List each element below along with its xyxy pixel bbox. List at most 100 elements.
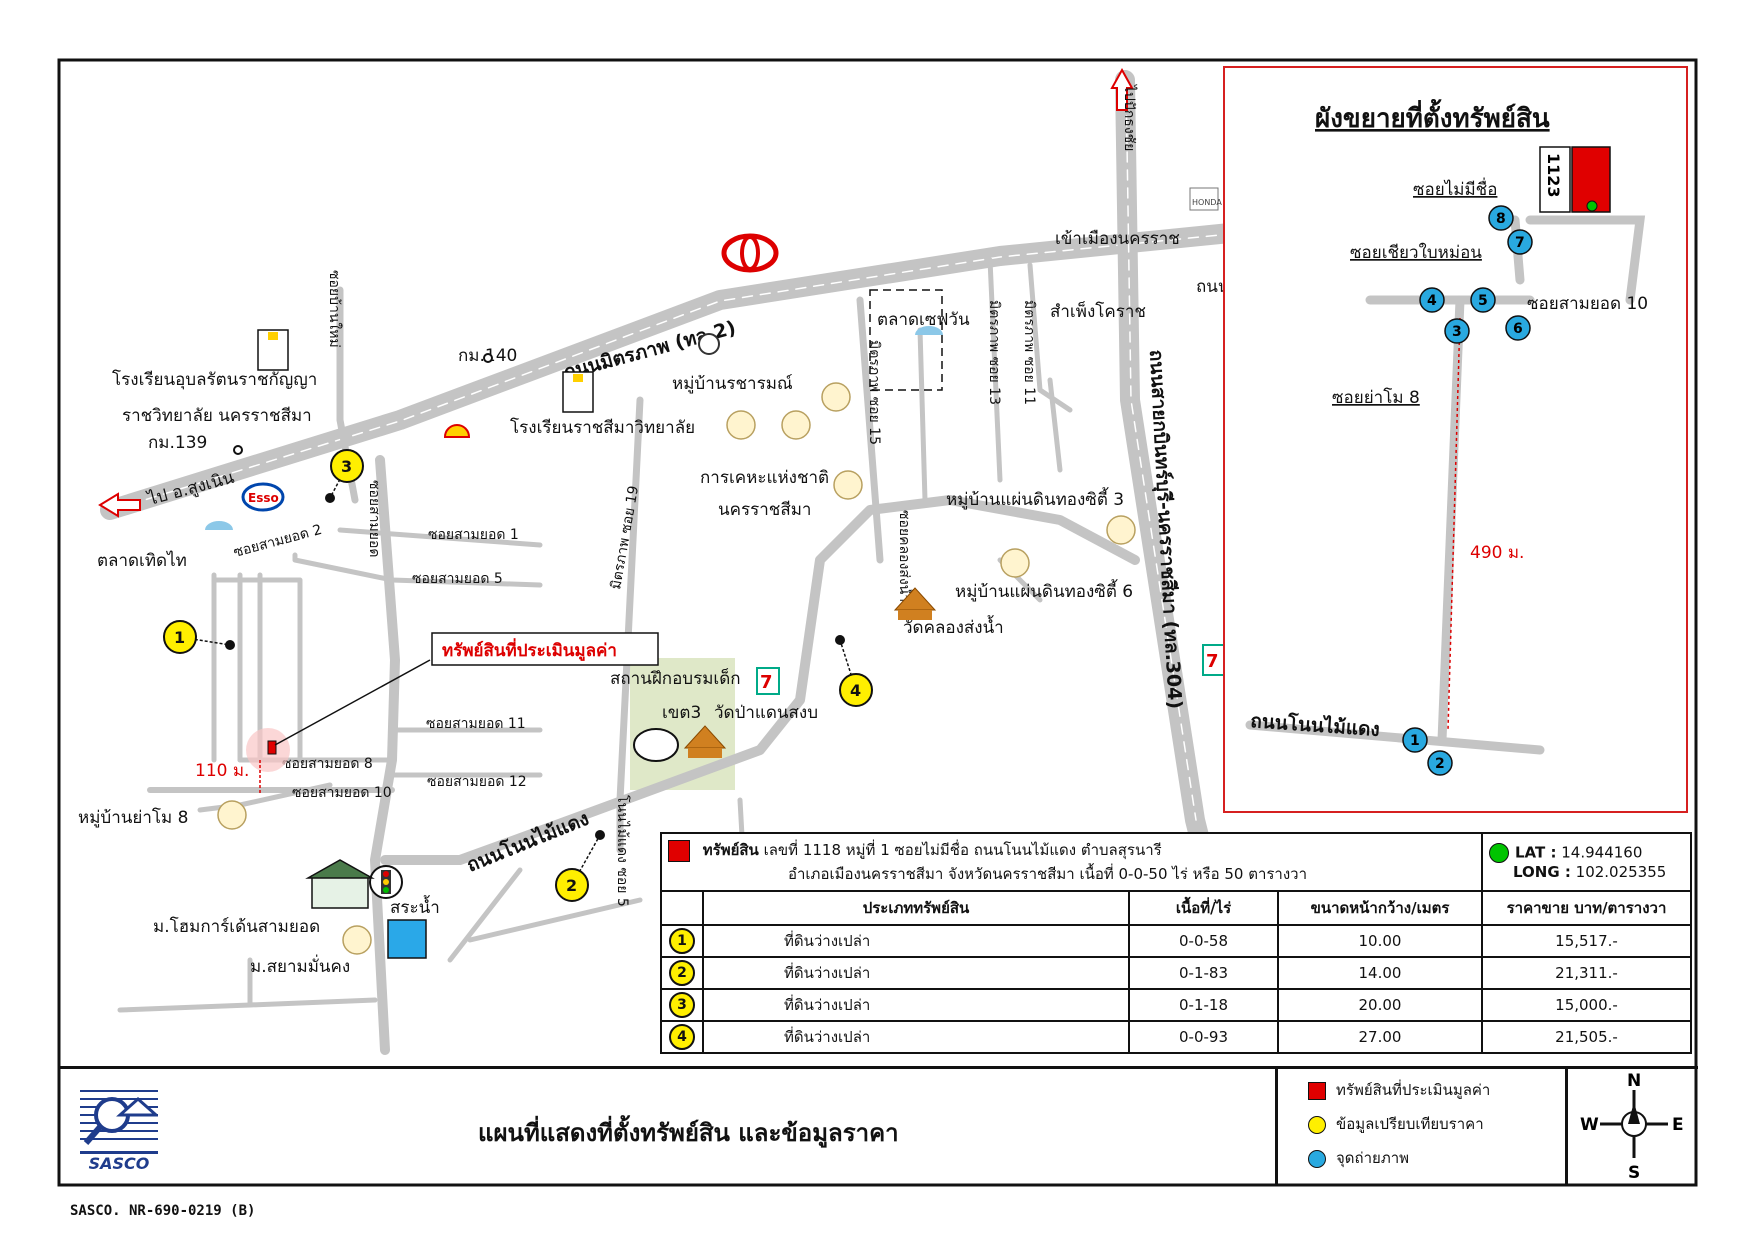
inset-title: ผังขยายที่ตั้งทรัพย์สิน (1315, 98, 1550, 134)
svg-text:7: 7 (1515, 235, 1525, 251)
logo-icon (80, 1090, 160, 1145)
to-pak-thong-chai-label: ไปปักธงชัย (1121, 84, 1138, 151)
mittraphap-soi15-label: มิตรภาพ ซอย 15 (866, 340, 882, 445)
footer-title: แผนที่แสดงที่ตั้งทรัพย์สิน และข้อมูลราคา (478, 1119, 899, 1147)
row-number: 4 (669, 1024, 695, 1050)
svg-text:3: 3 (1452, 324, 1462, 340)
legend-item-photo: จุดถ่ายภาพ (1308, 1146, 1409, 1170)
row-price: 21,505.- (1481, 1020, 1692, 1054)
soi-ban-mai-label: ซอยบ้านใหม่ (326, 270, 343, 348)
house-icon (305, 859, 375, 909)
property-line-1: เลขที่ 1118 หมู่ที่ 1 ซอยไม่มีชื่อ ถนนโน… (763, 841, 1162, 859)
row-type: ที่ดินว่างเปล่า (702, 924, 1130, 958)
gps-dot-icon (1489, 843, 1509, 863)
soi-12-label: ซอยสามยอด 12 (427, 774, 527, 790)
plot-number: 1123 (1544, 153, 1563, 198)
row-number: 1 (669, 928, 695, 954)
village-yamo-label: หมู่บ้านย่าโม 8 (78, 807, 188, 828)
photo-point-2: 2 (1427, 750, 1453, 776)
blue-marker-icon (1308, 1149, 1326, 1168)
photo-point-4: 4 (1419, 287, 1445, 313)
compass-s: S (1628, 1163, 1640, 1183)
svg-text:7: 7 (760, 672, 773, 693)
svg-text:2: 2 (1435, 756, 1445, 772)
row-area: 0-1-18 (1128, 988, 1279, 1022)
row-area: 0-0-58 (1128, 924, 1279, 958)
svg-text:1: 1 (1410, 733, 1420, 749)
svg-text:8: 8 (1496, 211, 1506, 227)
soi-khlong-song-nam-label: ซอยคลองส่งน้ำ (896, 510, 915, 602)
village-1-label: หมู่บ้านรชารมณ์ (672, 374, 793, 394)
training-center-label: สถานฝึกอบรมเด็ก (610, 667, 741, 689)
photo-point-3: 3 (1444, 318, 1470, 344)
photo-point-6: 6 (1505, 315, 1531, 341)
thanon-label: ถนน (1196, 277, 1230, 297)
soi-10-label: ซอยสามยอด 10 (292, 785, 392, 801)
non-mai-daeng-soi5-label: โนนไม้แดง ซอย 5 (614, 795, 631, 907)
north-arrow-icon (1110, 67, 1134, 111)
road-network (100, 70, 1250, 1055)
legend: ทรัพย์สินที่ประเมินมูลค่า ข้อมูลเปรียบเท… (1275, 1066, 1565, 1186)
table-row: 3 ที่ดินว่างเปล่า 0-1-18 20.00 15,000.- (660, 988, 1692, 1022)
row-area: 0-1-83 (1128, 956, 1279, 990)
village-icon (217, 382, 1136, 955)
photo-point-8: 8 (1488, 205, 1514, 231)
sasco-logo: SASCO (80, 1085, 160, 1173)
umbrella-icon (205, 326, 943, 530)
housing-label: การเคหะแห่งชาติ (700, 468, 829, 488)
honda-icon: HONDA (1189, 187, 1222, 211)
row-price: 15,000.- (1481, 988, 1692, 1022)
km-marker-icon-2 (483, 353, 493, 363)
soi-5-label: ซอยสามยอด 5 (412, 571, 503, 587)
sampheng-label: สำเพ็งโคราช (1050, 300, 1146, 322)
header-frontage: ขนาดหน้ากว้าง/เมตร (1277, 890, 1483, 926)
temple-icon-2 (683, 725, 727, 758)
photo-point-1: 1 (1402, 727, 1428, 753)
property-label: ทรัพย์สิน (702, 841, 759, 859)
inset-soi-khiao: ซอยเชียวใบหม่อน (1350, 242, 1482, 263)
school-icon (257, 329, 289, 371)
long-value: 102.025355 (1575, 863, 1667, 881)
row-number: 2 (669, 960, 695, 986)
lat-value: 14.944160 (1561, 843, 1643, 862)
temple-2-label: วัดป่าแดนสงบ (714, 703, 818, 723)
row-frontage: 20.00 (1277, 988, 1483, 1022)
mittraphap-soi13-label: มิตรภาพ ซอย 13 (986, 300, 1002, 405)
seal-icon (633, 728, 679, 762)
pond-label: สระน้ำ (390, 895, 440, 918)
logo-text: SASCO (80, 1151, 158, 1173)
svg-text:2: 2 (566, 876, 577, 895)
svg-text:1: 1 (174, 628, 185, 647)
document-code: SASCO. NR-690-0219 (B) (70, 1203, 256, 1219)
mittraphap-soi11-label: มิตรภาพ ซอย 11 (1021, 300, 1037, 405)
long-label: LONG : (1513, 863, 1571, 881)
school-2-icon (562, 371, 594, 413)
row-number: 3 (669, 992, 695, 1018)
legend-item-comparable: ข้อมูลเปรียบเทียบราคา (1308, 1112, 1484, 1136)
compass: N S E W (1565, 1066, 1698, 1186)
temple-1-label: วัดคลองส่งน้ำ (903, 615, 1004, 638)
village-3-label: หมู่บ้านแผ่นดินทองซิตี้ 6 (955, 579, 1133, 602)
comparable-marker-4: 4 (835, 635, 873, 707)
table-row: 2 ที่ดินว่างเปล่า 0-1-83 14.00 21,311.- (660, 956, 1692, 990)
header-area: เนื้อที่/ไร่ (1128, 890, 1279, 926)
table-row: 4 ที่ดินว่างเปล่า 0-0-93 27.00 21,505.- (660, 1020, 1692, 1054)
svg-text:7: 7 (1206, 651, 1219, 672)
soi-1-label: ซอยสามยอด 1 (428, 527, 519, 543)
inset-soi-yamo8: ซอยย่าโม 8 (1332, 387, 1420, 408)
footer: SASCO แผนที่แสดงที่ตั้งทรัพย์สิน และข้อม… (58, 1066, 1698, 1186)
legend-photo-label: จุดถ่ายภาพ (1336, 1149, 1410, 1167)
photo-point-5: 5 (1470, 287, 1496, 313)
svg-text:4: 4 (850, 681, 861, 700)
market-icon (869, 289, 943, 391)
header-type: ประเภททรัพย์สิน (702, 890, 1130, 926)
subject-square-icon (668, 839, 690, 862)
coordinates-cell: LAT : 14.944160 LONG : 102.025355 (1481, 832, 1692, 892)
table-row: 1 ที่ดินว่างเปล่า 0-0-58 10.00 15,517.- (660, 924, 1692, 958)
row-type: ที่ดินว่างเปล่า (702, 1020, 1130, 1054)
photo-point-7: 7 (1507, 229, 1533, 255)
school-1-label-2: ราชวิทยาลัย นครราชสีมา (122, 406, 312, 426)
seven-eleven-icon-2: 7 (1202, 644, 1226, 676)
compass-w: W (1580, 1115, 1599, 1135)
soi-8-label: ซอยสามยอด 8 (282, 756, 373, 772)
